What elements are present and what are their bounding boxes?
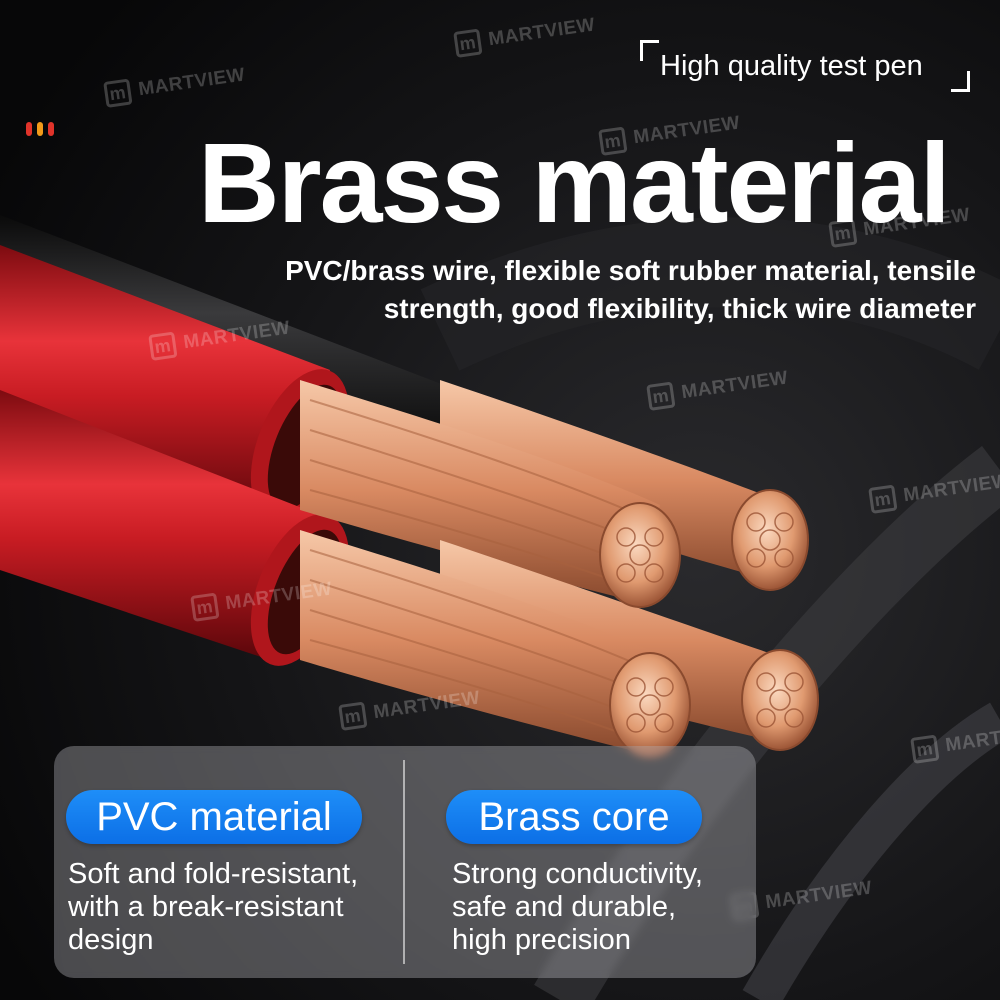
subtitle-text: High quality test pen [660, 50, 923, 82]
feature-desc-line: Soft and fold-resistant, [68, 858, 359, 890]
watermark-logo: m [190, 592, 220, 622]
feature-desc-line: Strong conductivity, [452, 858, 703, 890]
feature-title-pvc: PVC material [66, 790, 362, 844]
indicator-dot [37, 122, 43, 136]
indicator-dot [48, 122, 54, 136]
description: PVC/brass wire, flexible soft rubber mat… [285, 255, 976, 324]
feature-desc-pvc: Soft and fold-resistant, with a break-re… [68, 858, 388, 957]
feature-desc-line: with a break-resistant [68, 891, 344, 923]
indicator-dot [26, 122, 32, 136]
panel-divider [403, 760, 405, 964]
watermark-logo: m [338, 701, 368, 731]
feature-desc-line: high precision [452, 924, 631, 956]
subtitle-tag: High quality test pen [640, 40, 970, 92]
watermark-logo: m [148, 331, 178, 361]
watermark-logo: m [868, 484, 898, 514]
feature-desc-brass: Strong conductivity, safe and durable, h… [452, 858, 752, 957]
feature-desc-line: design [68, 924, 154, 956]
watermark-logo: m [453, 28, 483, 58]
bracket-corner-icon [640, 40, 659, 61]
watermark-logo: m [103, 78, 133, 108]
bracket-corner-icon [951, 71, 970, 92]
feature-title-brass: Brass core [446, 790, 702, 844]
headline: Brass material [198, 120, 951, 246]
feature-desc-line: safe and durable, [452, 891, 677, 923]
feature-panel [54, 746, 756, 978]
watermark-logo: m [646, 381, 676, 411]
indicator-dots [26, 122, 54, 136]
watermark-logo: m [910, 734, 940, 764]
